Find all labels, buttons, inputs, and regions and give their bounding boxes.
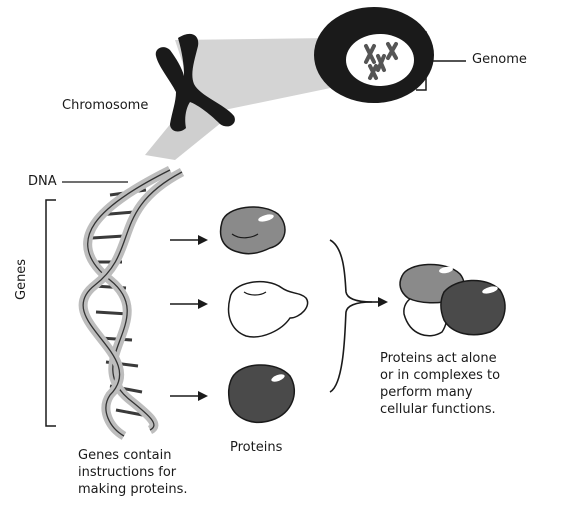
protein-dark-icon [227,364,295,424]
genome-label: Genome [472,52,527,67]
protein-white-icon [227,280,309,338]
genome-bracket [416,31,466,91]
protein-complex-icon [399,263,506,337]
protein-gray-icon [219,206,286,255]
genes-label: Genes [14,258,29,300]
proteins-label: Proteins [230,440,283,455]
zoom-beam-lower [145,100,222,160]
genes-caption: Genes contain instructions for making pr… [78,448,188,497]
dna-label: DNA [28,174,57,189]
dna-helix-icon [78,165,185,440]
zoom-beam-upper [175,38,345,115]
genes-bracket [45,199,56,427]
cell-nucleus-icon [314,7,434,103]
converging-brace [329,239,373,393]
chromosome-icon [155,33,235,132]
proteins-caption: Proteins act alone or in complexes to pe… [380,351,501,417]
chromosome-label: Chromosome [62,98,149,113]
